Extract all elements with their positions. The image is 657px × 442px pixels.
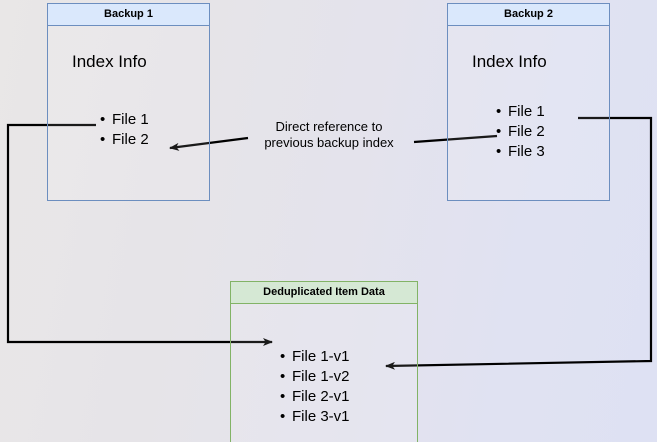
list-item: File 3-v1 <box>280 407 350 427</box>
list-item: File 3 <box>496 142 545 162</box>
caption-line-1: Direct reference to <box>275 119 383 134</box>
list-item: File 2 <box>100 130 149 150</box>
list-item: File 1 <box>496 102 545 122</box>
direct-reference-caption: Direct reference to previous backup inde… <box>245 119 413 151</box>
backup-1-box: Backup 1 Index Info File 1 File 2 <box>47 3 210 201</box>
list-item: File 2 <box>496 122 545 142</box>
list-item: File 2-v1 <box>280 387 350 407</box>
list-item: File 1-v2 <box>280 367 350 387</box>
list-item: File 1-v1 <box>280 347 350 367</box>
backup-2-file-list: File 1 File 2 File 3 <box>496 102 545 162</box>
deduplicated-item-data-header: Deduplicated Item Data <box>231 282 417 304</box>
backup-2-body: Index Info File 1 File 2 File 3 <box>448 26 609 200</box>
deduplicated-item-data-body: File 1-v1 File 1-v2 File 2-v1 File 3-v1 <box>231 304 417 442</box>
deduplicated-item-data-box: Deduplicated Item Data File 1-v1 File 1-… <box>230 281 418 442</box>
backup-2-header: Backup 2 <box>448 4 609 26</box>
backup-2-index-label: Index Info <box>472 52 547 71</box>
backup-2-box: Backup 2 Index Info File 1 File 2 File 3 <box>447 3 610 201</box>
deduplicated-file-list: File 1-v1 File 1-v2 File 2-v1 File 3-v1 <box>280 347 350 427</box>
list-item: File 1 <box>100 110 149 130</box>
backup-1-body: Index Info File 1 File 2 <box>48 26 209 200</box>
caption-line-2: previous backup index <box>264 135 394 150</box>
backup-1-header: Backup 1 <box>48 4 209 26</box>
backup-1-index-label: Index Info <box>72 52 147 71</box>
backup-1-file-list: File 1 File 2 <box>100 110 149 150</box>
